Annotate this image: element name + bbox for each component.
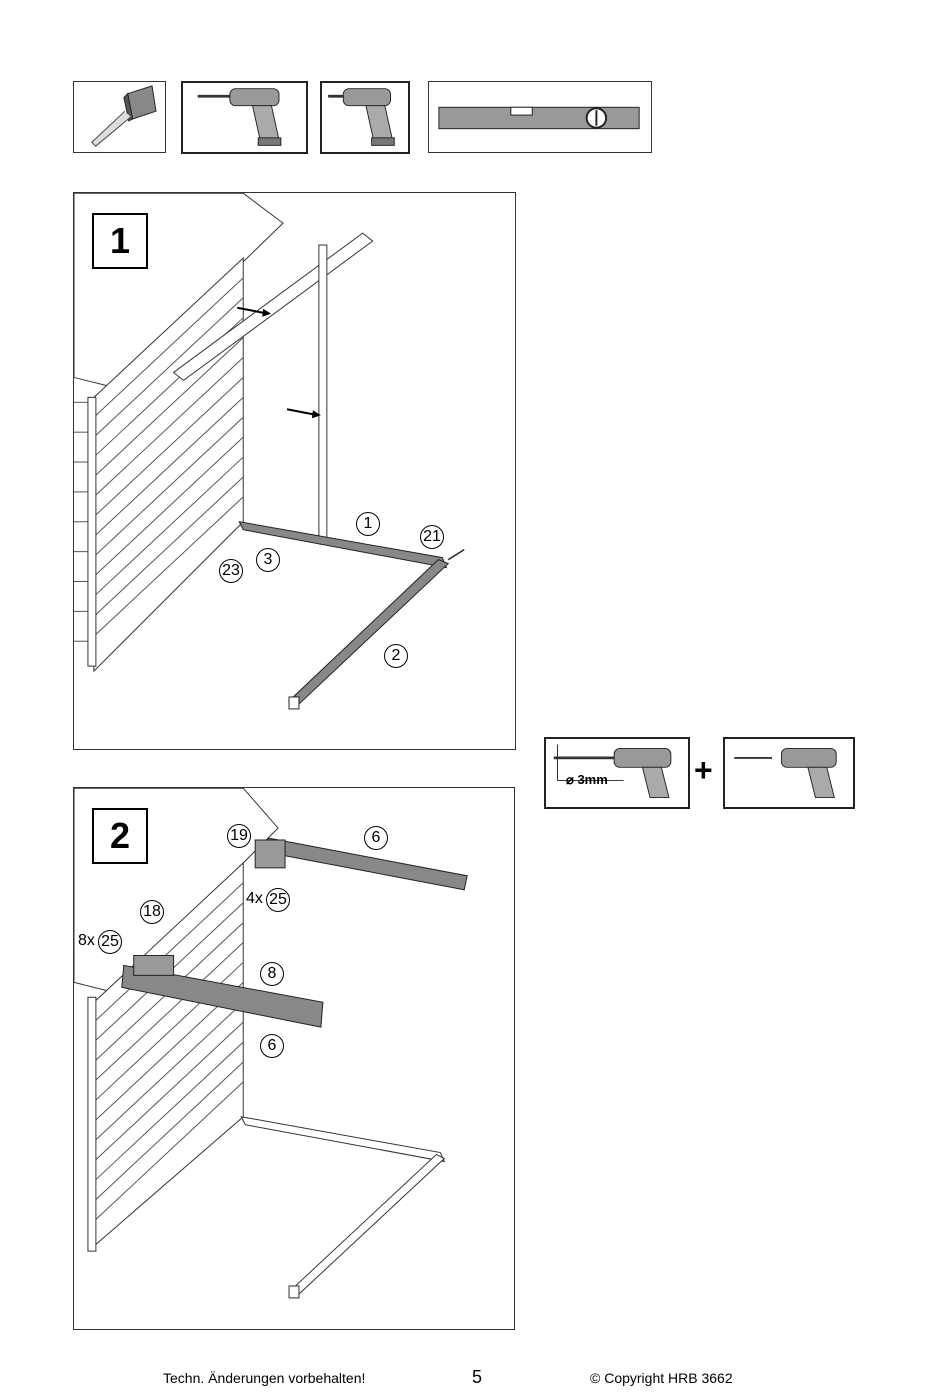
drill-icon <box>197 88 282 146</box>
callout-part-25-upper: 25 <box>266 888 290 912</box>
callout-part-23: 23 <box>219 559 243 583</box>
step-1-panel: 1 1 21 3 23 2 <box>73 192 516 750</box>
step-1-illustration <box>74 193 465 710</box>
tape-measure-icon <box>91 85 157 147</box>
spirit-level-icon <box>438 106 640 130</box>
callout-part-19: 19 <box>227 824 251 848</box>
drill-with-bit-icon <box>553 744 672 799</box>
drill-diameter-label: ⌀ 3mm <box>566 772 608 787</box>
callout-part-2: 2 <box>384 644 408 668</box>
plus-sign: + <box>694 752 713 788</box>
quantity-4x: 4x <box>246 890 263 907</box>
callout-part-25-lower: 25 <box>98 930 122 954</box>
tool-drill-1 <box>181 81 308 154</box>
callout-part-8: 8 <box>260 962 284 986</box>
footer-disclaimer: Techn. Änderungen vorbehalten! <box>163 1370 366 1386</box>
step-2-illustration <box>74 788 468 1299</box>
tool-spirit-level <box>428 81 652 153</box>
callout-part-6-lower: 6 <box>260 1034 284 1058</box>
tool-drill-2 <box>320 81 410 154</box>
callout-part-1: 1 <box>356 512 380 536</box>
tool-tape-measure <box>73 81 166 153</box>
drill-hint-predrill: ⌀ 3mm <box>544 737 690 809</box>
step-number: 1 <box>92 213 148 269</box>
footer-copyright: © Copyright HRB 3662 <box>590 1370 733 1386</box>
callout-part-6-upper: 6 <box>364 826 388 850</box>
step-2-panel: 2 19 6 4x 25 18 8x 25 8 6 <box>73 787 515 1330</box>
callout-part-21: 21 <box>420 525 444 549</box>
drill-icon <box>328 88 395 146</box>
page-number: 5 <box>472 1367 483 1387</box>
callout-part-18: 18 <box>140 900 164 924</box>
drill-hint-screw <box>723 737 855 809</box>
step-number: 2 <box>92 808 148 864</box>
quantity-8x: 8x <box>78 932 95 949</box>
callout-part-3: 3 <box>256 548 280 572</box>
drill-with-screw-icon <box>734 747 837 799</box>
